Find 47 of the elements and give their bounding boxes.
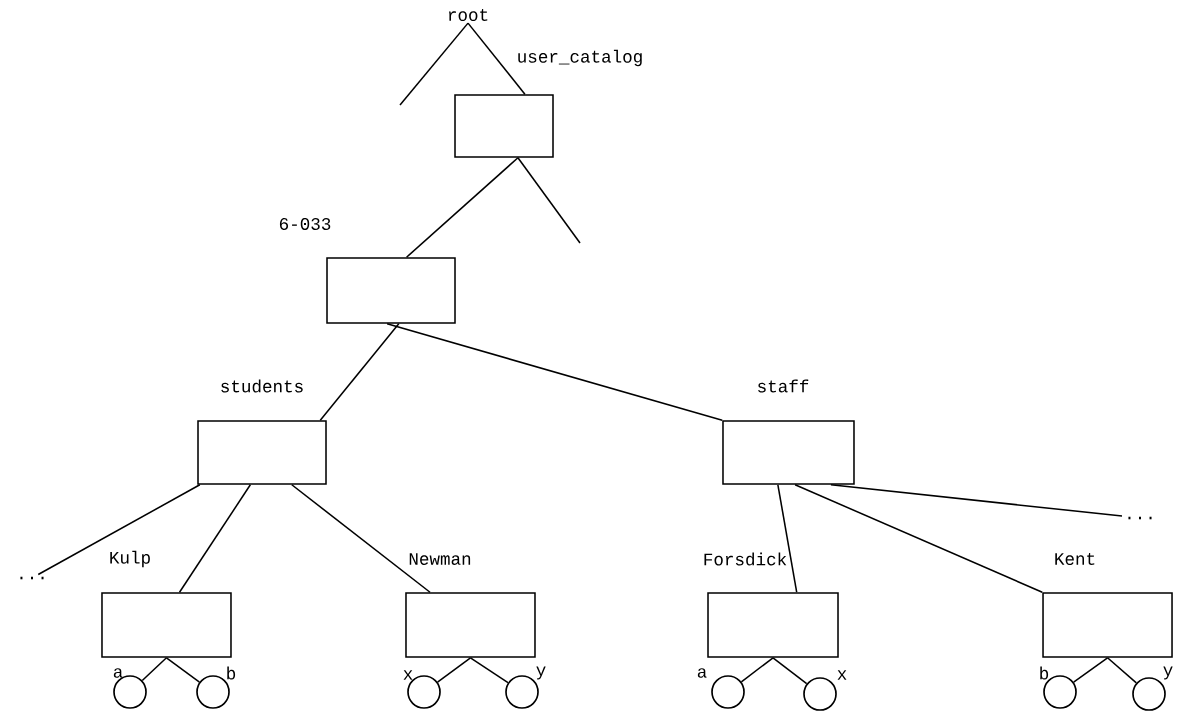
connector-line — [436, 657, 472, 683]
connector-line — [777, 484, 798, 593]
connector-line — [469, 657, 509, 684]
connector-line — [399, 22, 469, 106]
node-label: students — [221, 379, 303, 393]
node-label: Newman — [409, 553, 471, 565]
node-label: x — [837, 670, 847, 680]
connector-line — [467, 22, 526, 95]
connector-line — [291, 484, 431, 593]
ellipsis: ... — [20, 576, 44, 580]
directory-box: user_catalog — [454, 48, 645, 158]
node-label: 6-033 — [279, 218, 331, 230]
connector-line — [319, 323, 400, 421]
connector-line — [178, 484, 252, 593]
connector-line — [141, 657, 168, 682]
node-label: staff — [758, 379, 809, 393]
connector-line — [740, 657, 774, 683]
directory-box: Kent — [1042, 551, 1173, 658]
directory-box: Newman — [405, 551, 536, 658]
directory-box: Forsdick — [701, 551, 839, 658]
connector-line — [405, 157, 519, 259]
directory-box: students — [197, 378, 327, 485]
connector-line — [1072, 657, 1109, 683]
directory-box: staff — [722, 378, 855, 485]
node-label: user_catalog — [518, 49, 642, 67]
root-label: root — [449, 9, 488, 21]
node-label: a — [113, 668, 123, 678]
connector-line — [794, 484, 1044, 593]
connector-line — [165, 657, 201, 683]
node-label: Forsdick — [704, 552, 787, 566]
directory-box: Kulp — [101, 549, 232, 658]
connector-line — [830, 484, 1123, 517]
connector-line — [1106, 657, 1138, 684]
node-label: x — [403, 670, 413, 680]
connector-line — [517, 157, 581, 244]
node-label: Kent — [1055, 553, 1095, 565]
node-label: a — [697, 668, 707, 678]
ellipsis: ... — [1128, 516, 1152, 520]
connector-line — [386, 323, 723, 421]
node-label: Kulp — [110, 550, 150, 568]
node-label: y — [1163, 666, 1173, 680]
connector-line — [37, 484, 201, 576]
node-label: b — [227, 666, 236, 680]
node-label: y — [536, 666, 546, 680]
connector-line — [772, 657, 808, 685]
node-label: b — [1040, 666, 1049, 680]
directory-box: 6-033 — [277, 216, 456, 324]
